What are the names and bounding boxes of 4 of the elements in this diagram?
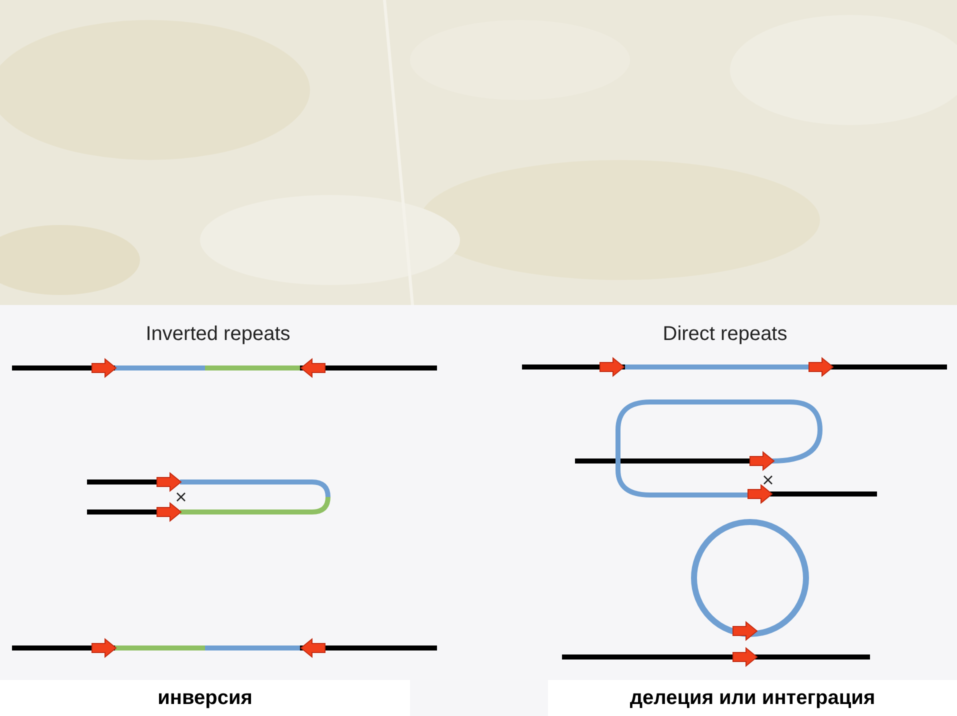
heading: Direct repeats xyxy=(662,323,788,346)
caption: делеция или интеграция xyxy=(548,680,957,716)
caption: инверсия xyxy=(0,680,410,716)
heading: Inverted repeats xyxy=(146,323,290,346)
